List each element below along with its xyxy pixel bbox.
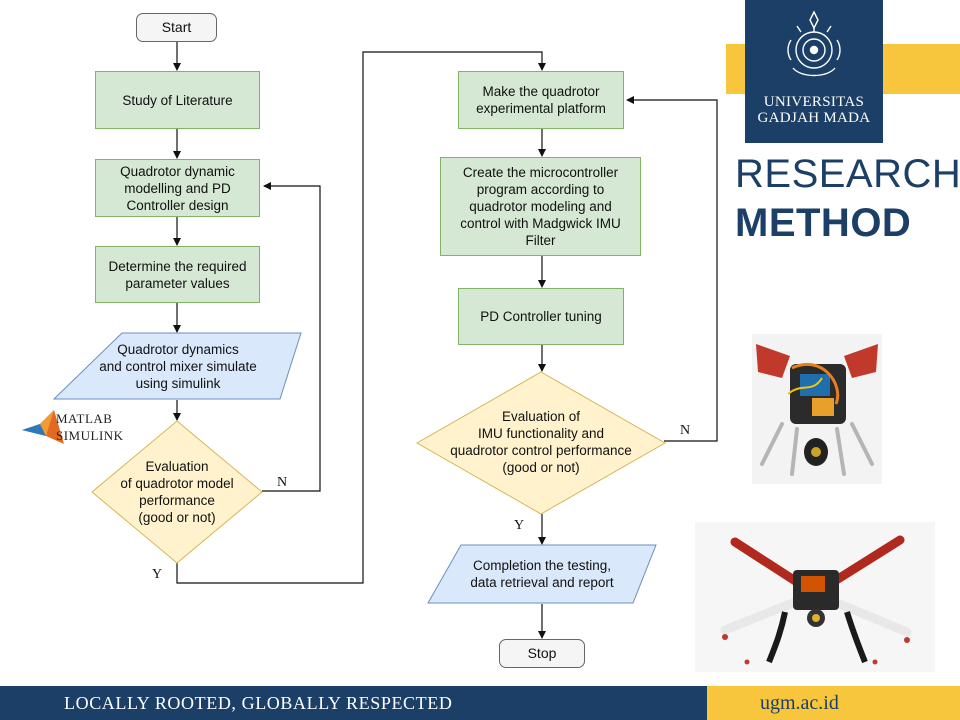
stop-terminal: Stop — [499, 639, 585, 668]
heading-research: RESEARCH — [735, 152, 960, 196]
university-name-line1: UNIVERSITAS — [763, 94, 865, 110]
matlab-simulink-logo — [22, 410, 64, 444]
completion-parallelogram — [427, 544, 657, 604]
quadrotor-full-photo — [695, 522, 935, 672]
left-decision-diamond — [91, 420, 263, 564]
platform-step: Make the quadrotor experimental platform — [458, 71, 624, 129]
microcontroller-program-step: Create the microcontroller program accor… — [440, 157, 641, 256]
right-decision-diamond — [415, 371, 667, 515]
arrow-left-yes-to-platform — [176, 51, 546, 584]
left-yes-label: Y — [152, 567, 163, 582]
start-terminal: Start — [136, 13, 217, 42]
arrow-left-no-loop — [262, 182, 321, 492]
right-yes-label: Y — [514, 518, 525, 533]
study-of-literature-step: Study of Literature — [95, 71, 260, 129]
simulate-parallelogram — [52, 332, 302, 400]
matlab-simulink-wordmark: MATLAB SIMULINK — [56, 410, 124, 444]
left-evaluation-text: Evaluation of quadrotor model performanc… — [120, 459, 234, 525]
university-name-line2: GADJAH MADA — [757, 110, 871, 126]
modelling-design-step: Quadrotor dynamic modelling and PD Contr… — [95, 159, 260, 217]
simulate-step-text: Quadrotor dynamics and control mixer sim… — [99, 341, 257, 391]
university-logo-block: UNIVERSITAS GADJAH MADA — [745, 0, 883, 143]
footer-website-link[interactable]: ugm.ac.id — [760, 692, 839, 714]
arrow-right-no-loop — [626, 96, 718, 442]
matlab-word: MATLAB — [56, 411, 113, 426]
university-name: UNIVERSITAS GADJAH MADA — [758, 94, 871, 126]
pd-tuning-step: PD Controller tuning — [458, 288, 624, 345]
parameter-values-step: Determine the required parameter values — [95, 246, 260, 303]
quadrotor-closeup-photo — [752, 334, 882, 484]
university-seal-icon — [787, 10, 841, 77]
left-no-label: N — [277, 475, 288, 490]
footer-gold-band — [707, 686, 960, 720]
heading-method: METHOD — [735, 201, 912, 245]
right-no-label: N — [680, 423, 691, 438]
footer-tagline: LOCALLY ROOTED, GLOBALLY RESPECTED — [64, 693, 453, 713]
completion-step-text: Completion the testing, data retrieval a… — [470, 558, 614, 590]
simulink-word: SIMULINK — [56, 428, 124, 443]
right-evaluation-text: Evaluation of IMU functionality and quad… — [450, 409, 632, 475]
